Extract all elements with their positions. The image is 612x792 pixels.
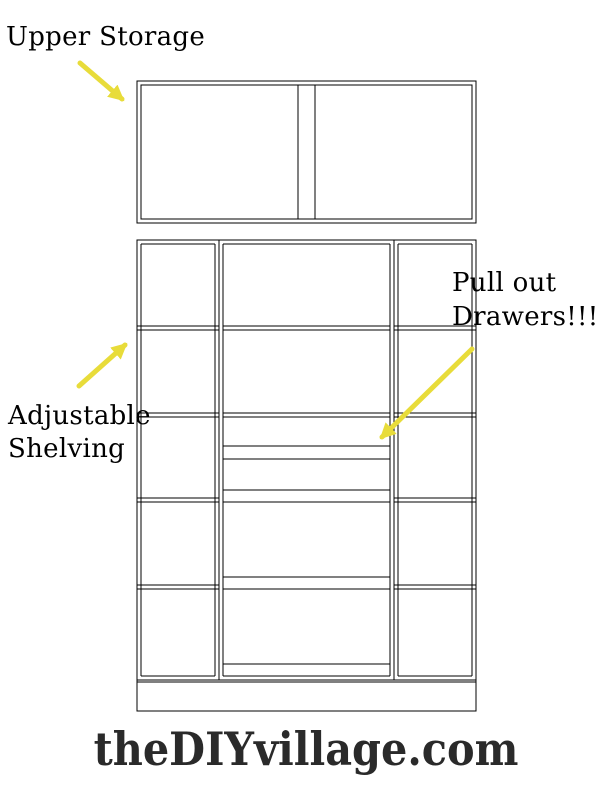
pull-out-drawers-label: Pull out Drawers!!! (452, 267, 599, 335)
lower-cabinet (136, 239, 477, 712)
upper-cabinet (136, 80, 477, 224)
right-shelving-column (393, 239, 477, 681)
adjustable-line-1: Adjustable (8, 401, 151, 431)
adjustable-shelving-arrow (76, 342, 128, 389)
drawers-line-1: Pull out (452, 268, 557, 298)
site-watermark: theDIYvillage.com (93, 722, 519, 776)
drawers-line-2: Drawers!!! (452, 301, 599, 332)
adjustable-line-2: Shelving (8, 433, 126, 464)
upper-storage-arrow (77, 60, 125, 102)
drawers-arrow (379, 346, 475, 440)
upper-storage-text: Upper Storage (6, 22, 206, 52)
adjustable-shelving-label: Adjustable Shelving (8, 400, 151, 465)
middle-drawer-column (218, 239, 395, 681)
upper-storage-label: Upper Storage (6, 22, 205, 53)
